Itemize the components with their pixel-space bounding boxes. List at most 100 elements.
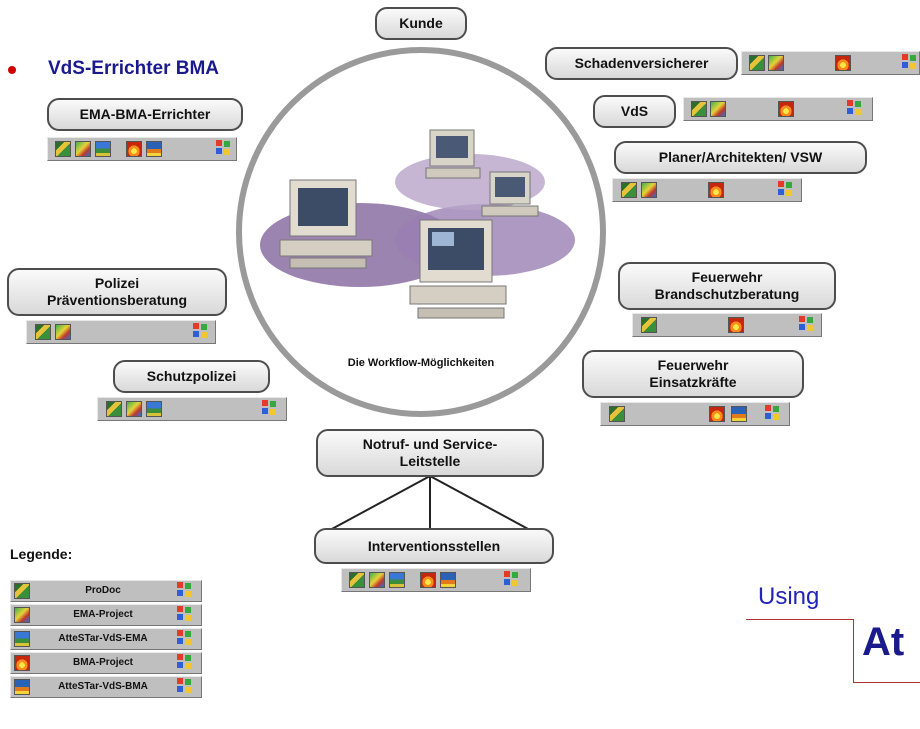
using-label: Using [758, 583, 820, 610]
prodoc-icon [35, 324, 51, 340]
windows-icon [177, 654, 193, 670]
node-vds: VdS [593, 95, 676, 128]
toolbar-interventionsstellen [341, 568, 531, 592]
legend-title: Legende: [10, 546, 73, 562]
heading-vds-errichter: VdS-Errichter BMA [48, 58, 220, 79]
bma-project-icon [14, 655, 30, 671]
prodoc-icon [621, 182, 637, 198]
node-planer-label: Planer/Architekten/ VSW [658, 149, 823, 165]
attestar-vds-ema-icon [389, 572, 405, 588]
windows-icon [504, 571, 520, 587]
windows-icon [778, 181, 794, 197]
network-computers-illustration [260, 129, 575, 319]
legend-label: AtteSTar-VdS-EMA [58, 633, 148, 644]
node-notruf-line2: Leitstelle [399, 453, 461, 469]
attestar-vds-bma-icon [731, 406, 747, 422]
toolbar-schadenversicherer [741, 51, 920, 75]
toolbar-feuerwehr-einsatz [600, 402, 790, 426]
bma-project-icon [420, 572, 436, 588]
ema-project-icon [641, 182, 657, 198]
bma-project-icon [778, 101, 794, 117]
ema-project-icon [75, 141, 91, 157]
legend-item-bma-project: BMA-Project [10, 652, 202, 674]
node-ema-bma-label: EMA-BMA-Errichter [79, 106, 211, 122]
attestar-vds-ema-icon [95, 141, 111, 157]
prodoc-icon [349, 572, 365, 588]
node-intervention-label: Interventionsstellen [367, 537, 501, 554]
node-polizei-line2: Präventionsberatung [46, 292, 188, 308]
circle-caption: Die Workflow-Möglichkeiten [347, 357, 495, 369]
node-feuerwehr-ek-line2: Einsatzkräfte [649, 374, 737, 390]
node-polizei: Polizei Präventionsberatung [7, 268, 227, 316]
prodoc-icon [106, 401, 122, 417]
node-polizei-line1: Polizei [94, 275, 140, 291]
node-schadenversicherer-label: Schadenversicherer [574, 55, 709, 71]
toolbar-vds [683, 97, 873, 121]
legend-label: EMA-Project [73, 609, 133, 620]
node-kunde-label: Kunde [399, 15, 443, 31]
prodoc-icon [14, 583, 30, 599]
node-notruf-leitstelle: Notruf- und Service- Leitstelle [316, 429, 544, 477]
toolbar-schutzpolizei [97, 397, 287, 421]
windows-icon [216, 140, 232, 156]
toolbar-feuerwehr-brandschutz [632, 313, 822, 337]
node-schadenversicherer: Schadenversicherer [545, 47, 738, 80]
windows-icon [847, 100, 863, 116]
node-vds-label: VdS [620, 103, 649, 119]
windows-icon [177, 630, 193, 646]
brand-partial-text: At [862, 620, 905, 664]
toolbar-planer [612, 178, 802, 202]
attestar-vds-ema-icon [146, 401, 162, 417]
ema-project-icon [369, 572, 385, 588]
node-ema-bma-errichter: EMA-BMA-Errichter [47, 98, 243, 131]
toolbar-ema-bma [47, 137, 237, 161]
prodoc-icon [691, 101, 707, 117]
legend-label: AtteSTar-VdS-BMA [58, 681, 148, 692]
attestar-vds-ema-icon [14, 631, 30, 647]
ema-project-icon [14, 607, 30, 623]
ema-project-icon [768, 55, 784, 71]
legend-label: ProDoc [85, 585, 121, 596]
node-feuerwehr-brandschutz: Feuerwehr Brandschutzberatung [618, 262, 836, 310]
prodoc-icon [609, 406, 625, 422]
toolbar-polizei [26, 320, 216, 344]
bullet-dot [8, 66, 16, 74]
windows-icon [765, 405, 781, 421]
windows-icon [193, 323, 209, 339]
node-planer: Planer/Architekten/ VSW [614, 141, 867, 174]
bma-project-icon [126, 141, 142, 157]
node-feuerwehr-ek-line1: Feuerwehr [657, 357, 729, 373]
windows-icon [902, 54, 918, 70]
prodoc-icon [55, 141, 71, 157]
attestar-vds-bma-icon [440, 572, 456, 588]
prodoc-icon [641, 317, 657, 333]
legend-item-ema-project: EMA-Project [10, 604, 202, 626]
legend-item-attestar-vds-bma: AtteSTar-VdS-BMA [10, 676, 202, 698]
node-kunde: Kunde [375, 7, 467, 40]
legend-label: BMA-Project [72, 657, 133, 668]
prodoc-icon [749, 55, 765, 71]
ema-project-icon [710, 101, 726, 117]
ema-project-icon [126, 401, 142, 417]
windows-icon [177, 582, 193, 598]
node-schutzpolizei: Schutzpolizei [113, 360, 270, 393]
bma-project-icon [708, 182, 724, 198]
windows-icon [799, 316, 815, 332]
windows-icon [177, 606, 193, 622]
node-interventionsstellen: Interventionsstellen [314, 528, 554, 564]
windows-icon [262, 400, 278, 416]
node-feuerwehr-bs-line2: Brandschutzberatung [654, 286, 800, 302]
using-underline [746, 619, 854, 620]
node-feuerwehr-einsatz: Feuerwehr Einsatzkräfte [582, 350, 804, 398]
bma-project-icon [728, 317, 744, 333]
brand-box [853, 619, 920, 683]
node-schutzpolizei-label: Schutzpolizei [146, 368, 237, 384]
node-feuerwehr-bs-line1: Feuerwehr [691, 269, 763, 285]
windows-icon [177, 678, 193, 694]
ema-project-icon [55, 324, 71, 340]
legend-item-attestar-vds-ema: AtteSTar-VdS-EMA [10, 628, 202, 650]
legend-item-prodoc: ProDoc [10, 580, 202, 602]
node-notruf-line1: Notruf- und Service- [362, 436, 498, 452]
bma-project-icon [835, 55, 851, 71]
